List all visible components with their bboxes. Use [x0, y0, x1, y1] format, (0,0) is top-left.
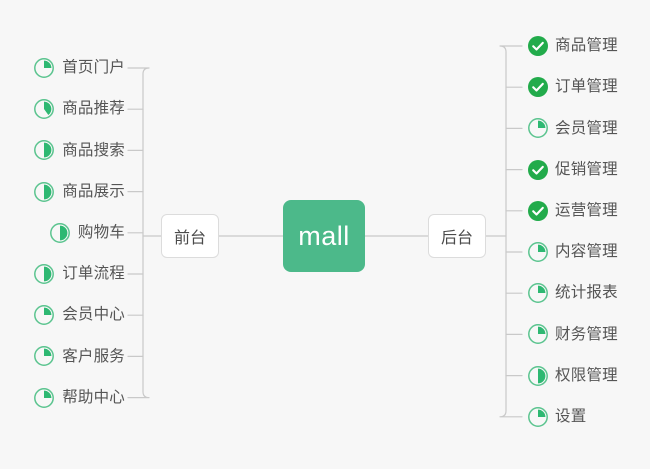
- leaf-node-label: 统计报表: [555, 284, 618, 302]
- leaf-node[interactable]: 商品管理: [527, 33, 618, 59]
- leaf-node-label: 会员中心: [62, 306, 125, 324]
- leaf-node[interactable]: 会员管理: [527, 115, 618, 141]
- pie-progress-icon: [33, 139, 55, 161]
- leaf-node[interactable]: 促销管理: [527, 157, 618, 183]
- leaf-node-label: 运营管理: [555, 202, 618, 220]
- leaf-node-label: 订单流程: [62, 265, 125, 283]
- check-circle-icon: [527, 200, 549, 222]
- leaf-node-label: 商品推荐: [62, 100, 125, 118]
- leaf-node-label: 设置: [555, 408, 587, 426]
- leaf-node[interactable]: 会员中心: [0, 302, 125, 328]
- branch-node-backend-label: 后台: [440, 230, 473, 247]
- pie-progress-icon: [33, 263, 55, 285]
- leaf-node[interactable]: 首页门户: [0, 55, 125, 81]
- branch-spine: [499, 45, 523, 418]
- pie-progress-icon: [33, 98, 55, 120]
- branch-spine: [127, 67, 150, 399]
- leaf-node-label: 促销管理: [555, 160, 618, 178]
- leaf-node-label: 购物车: [77, 224, 125, 242]
- pie-progress-icon: [33, 387, 55, 409]
- leaf-node[interactable]: 设置: [527, 404, 586, 430]
- pie-progress-icon: [527, 406, 549, 428]
- leaf-node-label: 首页门户: [62, 59, 125, 77]
- leaf-node[interactable]: 权限管理: [527, 363, 618, 389]
- leaf-node-label: 内容管理: [555, 243, 618, 261]
- leaf-node-label: 商品展示: [62, 182, 125, 200]
- leaf-node-label: 订单管理: [555, 78, 618, 96]
- pie-progress-icon: [33, 181, 55, 203]
- pie-progress-icon: [527, 365, 549, 387]
- leaf-node[interactable]: 购物车: [0, 220, 125, 246]
- leaf-node[interactable]: 商品推荐: [0, 96, 125, 122]
- pie-progress-icon: [33, 57, 55, 79]
- leaf-node-label: 权限管理: [555, 366, 618, 384]
- root-node-mall[interactable]: mall: [283, 200, 365, 272]
- leaf-node-label: 财务管理: [555, 325, 618, 343]
- leaf-node[interactable]: 订单流程: [0, 261, 125, 287]
- leaf-node[interactable]: 内容管理: [527, 239, 618, 265]
- pie-progress-icon: [49, 222, 71, 244]
- pie-progress-icon: [527, 241, 549, 263]
- branch-node-frontend-label: 前台: [173, 230, 206, 247]
- leaf-node[interactable]: 客户服务: [0, 343, 125, 369]
- root-node-label: mall: [298, 220, 350, 251]
- branch-node-frontend[interactable]: 前台: [161, 214, 219, 258]
- leaf-node[interactable]: 商品展示: [0, 179, 125, 205]
- pie-progress-icon: [33, 304, 55, 326]
- leaf-node[interactable]: 运营管理: [527, 198, 618, 224]
- leaf-node-label: 客户服务: [62, 347, 125, 365]
- check-circle-icon: [527, 159, 549, 181]
- leaf-node[interactable]: 帮助中心: [0, 385, 125, 411]
- pie-progress-icon: [527, 282, 549, 304]
- leaf-node[interactable]: 订单管理: [527, 74, 618, 100]
- leaf-node-label: 商品搜索: [62, 141, 125, 159]
- leaf-node-label: 商品管理: [555, 37, 618, 55]
- check-circle-icon: [527, 35, 549, 57]
- leaf-node[interactable]: 统计报表: [527, 280, 618, 306]
- leaf-node-label: 会员管理: [555, 119, 618, 137]
- leaf-node-label: 帮助中心: [62, 388, 125, 406]
- check-circle-icon: [527, 76, 549, 98]
- pie-progress-icon: [527, 117, 549, 139]
- pie-progress-icon: [33, 345, 55, 367]
- branch-node-backend[interactable]: 后台: [428, 214, 486, 258]
- leaf-node[interactable]: 财务管理: [527, 321, 618, 347]
- leaf-node[interactable]: 商品搜索: [0, 137, 125, 163]
- pie-progress-icon: [527, 323, 549, 345]
